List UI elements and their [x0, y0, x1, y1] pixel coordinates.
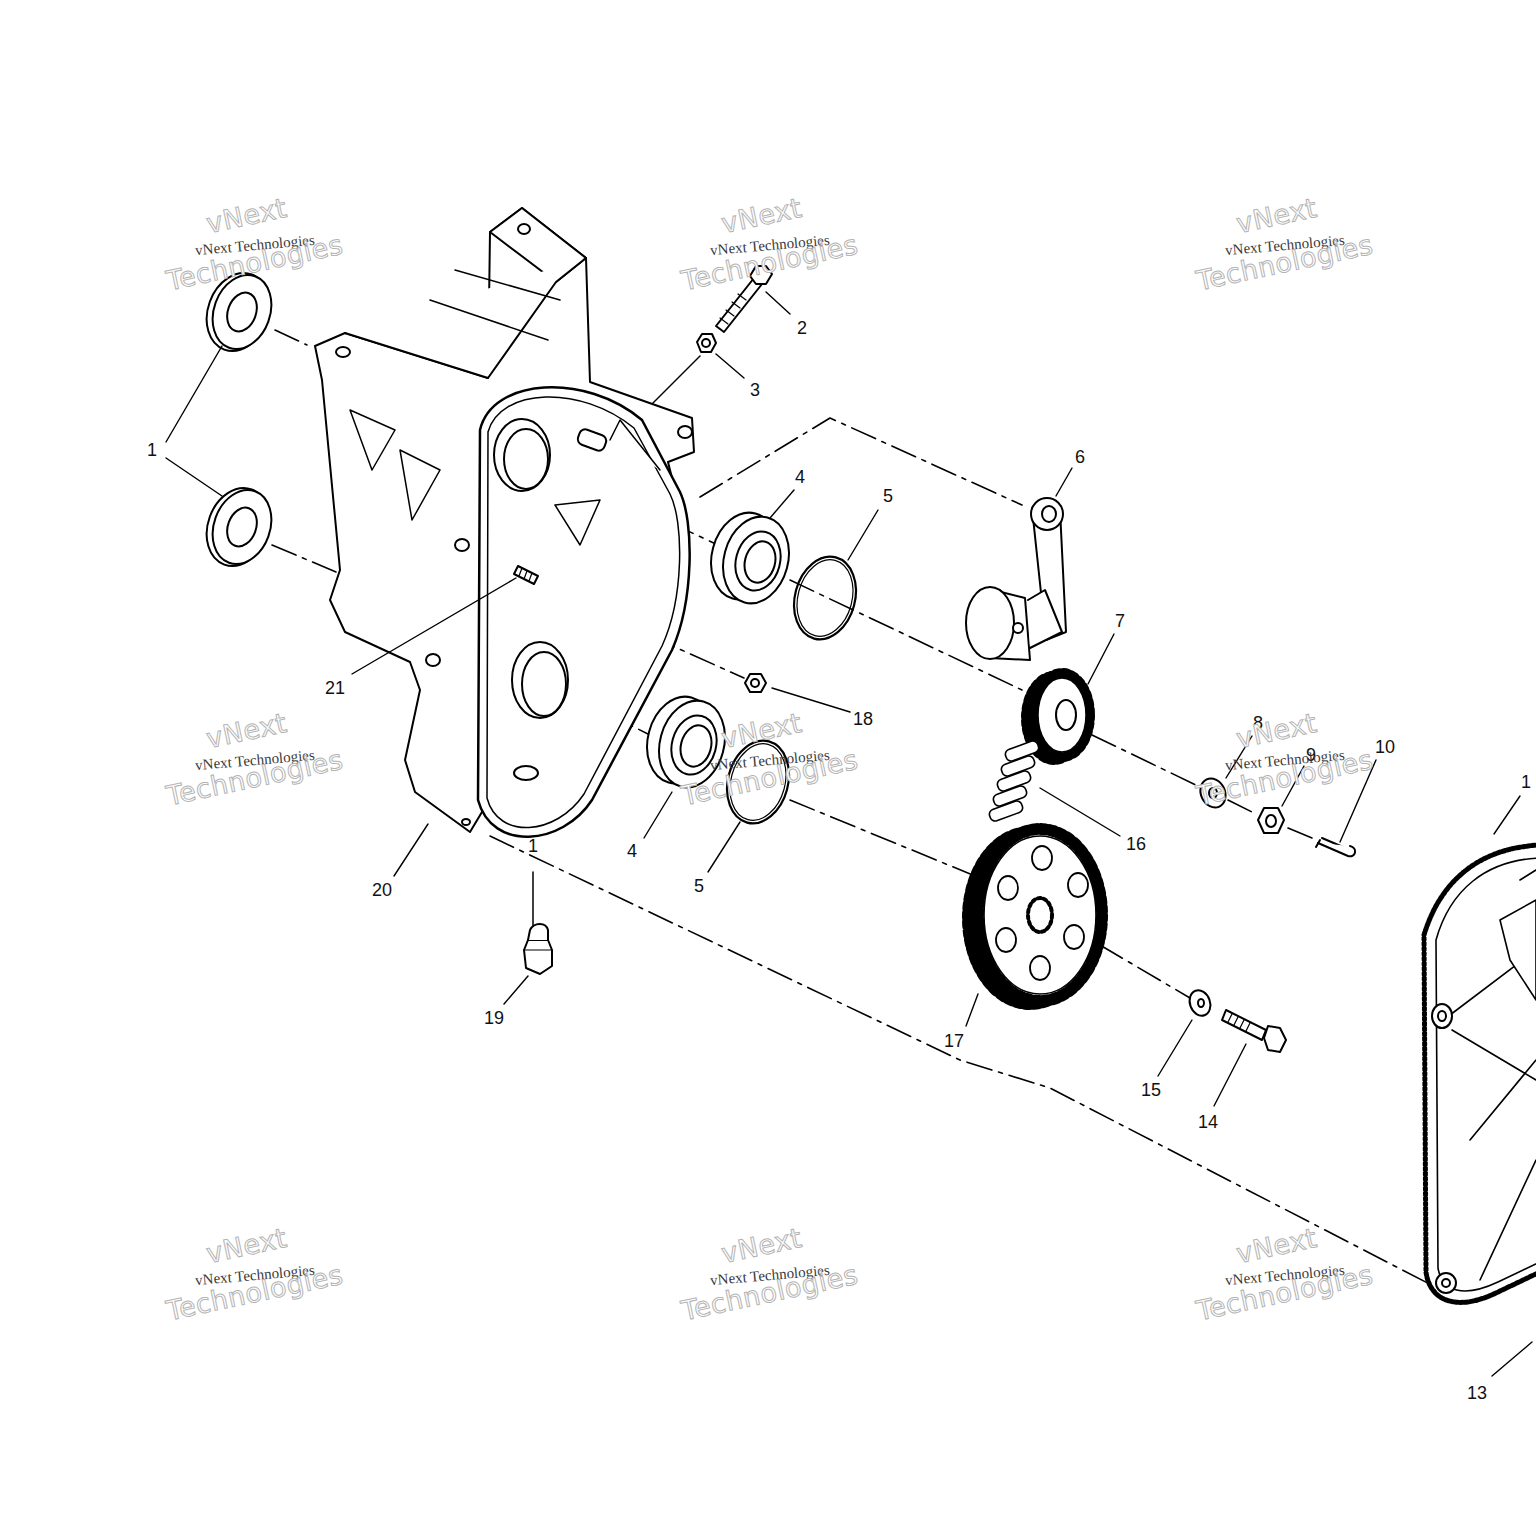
callout-number: 7	[1115, 612, 1125, 630]
callout-number: 1	[147, 441, 157, 459]
watermark: vNext	[204, 1223, 289, 1266]
chain-segment	[988, 740, 1040, 823]
fasteners	[1186, 774, 1355, 1052]
callout-number: 3	[750, 381, 760, 399]
watermark: vNext	[1234, 193, 1319, 236]
bearing	[638, 505, 799, 795]
callout-number: 1	[1521, 773, 1531, 791]
callout-number: 20	[372, 881, 392, 899]
callout-number: 1	[528, 837, 538, 855]
callout-number: 18	[853, 710, 873, 728]
callout-number: 21	[325, 679, 345, 697]
callout-number: 5	[883, 487, 893, 505]
callout-number: 4	[627, 842, 637, 860]
chaincase-housing	[315, 208, 694, 837]
watermark: vNext	[719, 193, 804, 236]
driven-sprocket	[968, 829, 1102, 1004]
callout-number: 15	[1141, 1081, 1161, 1099]
callout-number: 16	[1126, 835, 1146, 853]
callout-number: 5	[694, 877, 704, 895]
watermark: vNext	[1234, 1223, 1319, 1266]
callout-number: 14	[1198, 1113, 1218, 1131]
callout-number: 13	[1467, 1384, 1487, 1402]
chaincase-cover	[1424, 845, 1536, 1302]
chain-tensioner	[966, 498, 1066, 660]
watermark: vNext	[719, 1223, 804, 1266]
callout-number: 19	[484, 1009, 504, 1027]
watermark: vNext	[204, 193, 289, 236]
callout-number: 17	[944, 1032, 964, 1050]
leader-lines	[166, 292, 1532, 1376]
callout-number: 4	[795, 468, 805, 486]
callout-number: 6	[1075, 448, 1085, 466]
callout-number: 10	[1375, 738, 1395, 756]
oil-seal	[196, 264, 281, 575]
watermark: vNext	[204, 708, 289, 751]
callout-number: 2	[797, 319, 807, 337]
watermark: vNext	[719, 708, 804, 751]
